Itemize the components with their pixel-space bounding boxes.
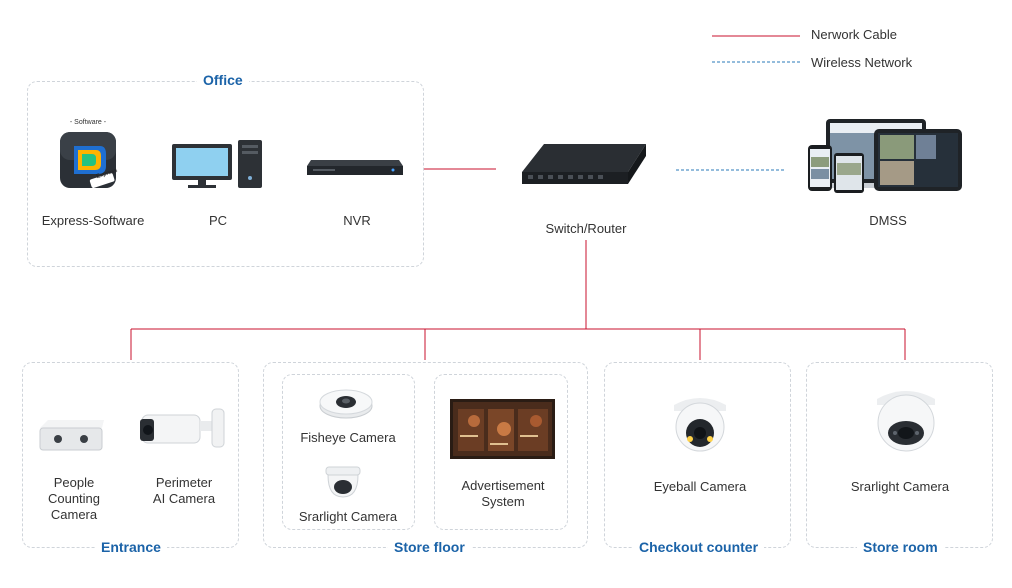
nvr-icon — [305, 158, 405, 178]
advertisement-line1: Advertisement — [461, 478, 545, 493]
people-counting-line2: Counting — [47, 491, 101, 506]
perimeter-ai-camera-icon — [138, 405, 228, 451]
pc-icon — [170, 140, 266, 190]
legend-wireless-network: Wireless Network — [811, 55, 913, 70]
eyeball-camera-label: Eyeball Camera — [653, 479, 747, 494]
store-room-zone-title: Store room — [857, 539, 944, 555]
advertisement-system-label: Advertisement System — [447, 478, 559, 510]
fisheye-camera-label: Fisheye Camera — [300, 430, 396, 445]
fisheye-camera-icon — [318, 386, 374, 420]
office-zone-title: Office — [197, 72, 249, 88]
people-counting-camera-label: People Counting Camera — [34, 475, 114, 523]
dmss-devices-icon — [808, 117, 964, 197]
starlight-room-camera-label: Srarlight Camera — [850, 479, 950, 494]
people-counting-camera-icon — [38, 418, 106, 454]
perimeter-ai-line2: AI Camera — [152, 491, 216, 506]
switch-router-label: Switch/Router — [545, 221, 627, 236]
store-floor-ad-panel — [434, 374, 568, 530]
starlight-turret-camera-icon — [871, 385, 941, 455]
checkout-counter-zone-title: Checkout counter — [633, 539, 765, 555]
express-software-label: Express-Software — [41, 213, 145, 228]
advertisement-line2: System — [481, 494, 525, 509]
perimeter-ai-line1: Perimeter — [155, 475, 213, 490]
nvr-label: NVR — [343, 213, 371, 228]
eyeball-camera-icon — [670, 393, 730, 455]
pc-label: PC — [208, 213, 228, 228]
people-counting-line3: Camera — [50, 507, 98, 522]
switch-router-icon — [520, 140, 650, 195]
starlight-dome-camera-icon — [322, 465, 364, 501]
express-software-badge: - Software - — [69, 119, 107, 126]
perimeter-ai-camera-label: Perimeter AI Camera — [144, 475, 224, 507]
store-floor-zone-title: Store floor — [388, 539, 471, 555]
express-software-icon — [56, 120, 120, 192]
advertisement-screen-icon — [450, 399, 555, 459]
people-counting-line1: People — [53, 475, 95, 490]
entrance-zone-title: Entrance — [95, 539, 167, 555]
store-floor-camera-panel — [282, 374, 415, 530]
dmss-label: DMSS — [869, 213, 907, 228]
starlight-floor-camera-label: Srarlight Camera — [298, 509, 398, 524]
legend-network-cable: Nerwork Cable — [811, 27, 897, 42]
